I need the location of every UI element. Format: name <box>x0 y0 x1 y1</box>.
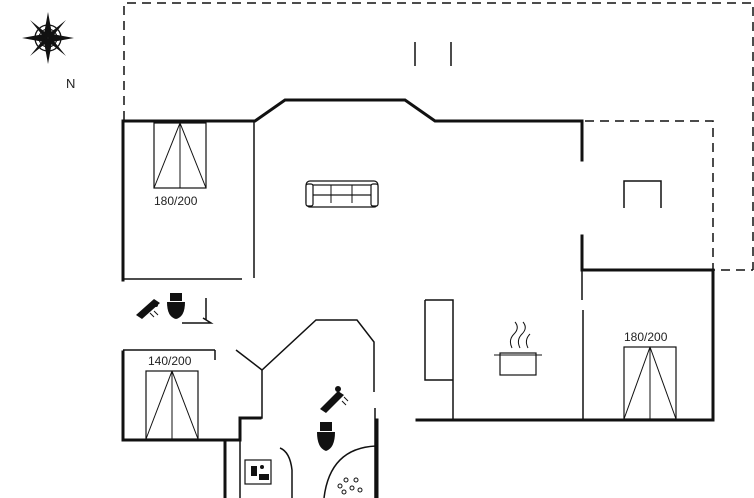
bed-size-label: 180/200 <box>154 194 198 208</box>
compass-rose-icon <box>22 12 74 64</box>
grill-icon <box>623 180 662 208</box>
sauna-icon <box>244 459 272 485</box>
terrace-outline <box>123 2 754 271</box>
sofa-icon <box>305 180 379 208</box>
bed-icon <box>153 122 207 189</box>
bed-icon <box>145 370 199 440</box>
cooking-pot-icon <box>494 321 542 376</box>
shower-icon <box>320 386 349 413</box>
bed-icon <box>623 346 677 420</box>
terrace-post <box>414 42 452 66</box>
spa-icon <box>323 445 377 498</box>
bed-size-label: 140/200 <box>148 354 192 368</box>
compass-north-label: N <box>66 76 76 91</box>
interior-walls <box>123 121 584 498</box>
toilet-icon <box>317 422 335 451</box>
shower-icon <box>136 299 160 319</box>
exterior-walls <box>121 98 715 498</box>
toilet-icon <box>167 293 185 319</box>
bed-size-label: 180/200 <box>624 330 668 344</box>
